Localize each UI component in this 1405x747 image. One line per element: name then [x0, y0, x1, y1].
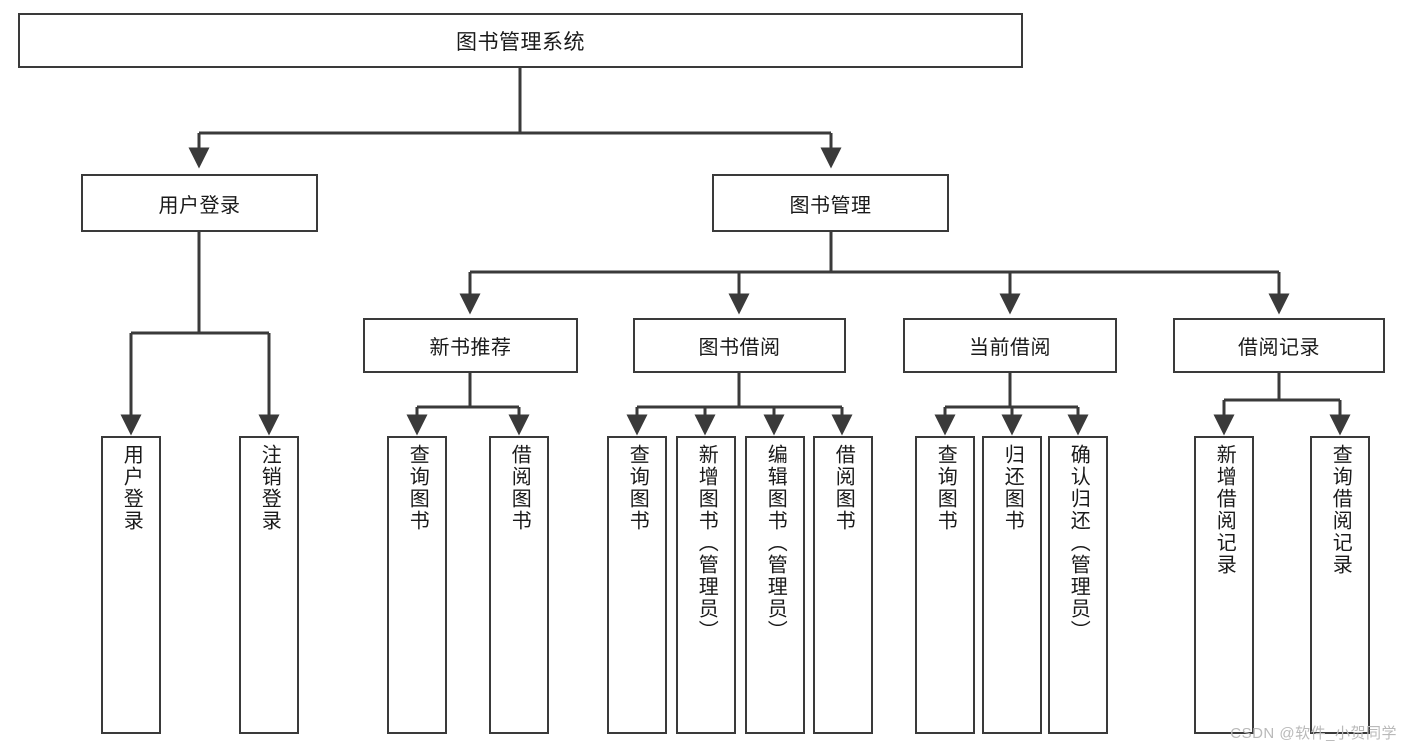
node-user-login-label: 用户登录 — [158, 194, 241, 217]
leaf-current-borrow-1[interactable]: 查询图书 — [915, 436, 975, 734]
leaf-borrow-record-1[interactable]: 新增借阅记录 — [1194, 436, 1254, 734]
leaf-new-book-2-label: 借阅图书 — [508, 444, 531, 532]
node-root-system[interactable]: 图书管理系统 — [18, 13, 1023, 68]
leaf-new-book-2[interactable]: 借阅图书 — [489, 436, 549, 734]
node-book-management-label: 图书管理 — [789, 194, 872, 217]
leaf-current-borrow-2[interactable]: 归还图书 — [982, 436, 1042, 734]
node-new-book-recommend[interactable]: 新书推荐 — [363, 318, 578, 373]
leaf-book-borrow-3-label: 编辑图书（管理员） — [764, 444, 787, 642]
leaf-user-login-2-label: 注销登录 — [258, 444, 281, 532]
leaf-book-borrow-1-label: 查询图书 — [626, 444, 649, 532]
leaf-book-borrow-4[interactable]: 借阅图书 — [813, 436, 873, 734]
leaf-current-borrow-1-label: 查询图书 — [934, 444, 957, 532]
leaf-new-book-1-label: 查询图书 — [406, 444, 429, 532]
node-book-borrow[interactable]: 图书借阅 — [633, 318, 846, 373]
leaf-new-book-1[interactable]: 查询图书 — [387, 436, 447, 734]
leaf-borrow-record-2[interactable]: 查询借阅记录 — [1310, 436, 1370, 734]
node-borrow-record-label: 借阅记录 — [1238, 337, 1320, 359]
leaf-user-login-2[interactable]: 注销登录 — [239, 436, 299, 734]
leaf-user-login-1-label: 用户登录 — [120, 444, 143, 532]
leaf-current-borrow-2-label: 归还图书 — [1001, 444, 1024, 532]
leaf-book-borrow-3[interactable]: 编辑图书（管理员） — [745, 436, 805, 734]
node-new-book-recommend-label: 新书推荐 — [429, 337, 512, 359]
leaf-book-borrow-2[interactable]: 新增图书（管理员） — [676, 436, 736, 734]
leaf-current-borrow-3[interactable]: 确认归还（管理员） — [1048, 436, 1108, 734]
leaf-book-borrow-2-label: 新增图书（管理员） — [695, 444, 718, 642]
leaf-book-borrow-1[interactable]: 查询图书 — [607, 436, 667, 734]
node-root-label: 图书管理系统 — [456, 30, 585, 54]
leaf-borrow-record-2-label: 查询借阅记录 — [1329, 444, 1352, 576]
node-book-borrow-label: 图书借阅 — [698, 337, 781, 359]
node-current-borrow[interactable]: 当前借阅 — [903, 318, 1117, 373]
leaf-borrow-record-1-label: 新增借阅记录 — [1213, 444, 1236, 576]
node-book-management[interactable]: 图书管理 — [712, 174, 949, 232]
node-user-login[interactable]: 用户登录 — [81, 174, 318, 232]
leaf-book-borrow-4-label: 借阅图书 — [832, 444, 855, 532]
node-current-borrow-label: 当前借阅 — [969, 337, 1051, 359]
leaf-user-login-1[interactable]: 用户登录 — [101, 436, 161, 734]
leaf-current-borrow-3-label: 确认归还（管理员） — [1067, 444, 1090, 642]
node-borrow-record[interactable]: 借阅记录 — [1173, 318, 1385, 373]
